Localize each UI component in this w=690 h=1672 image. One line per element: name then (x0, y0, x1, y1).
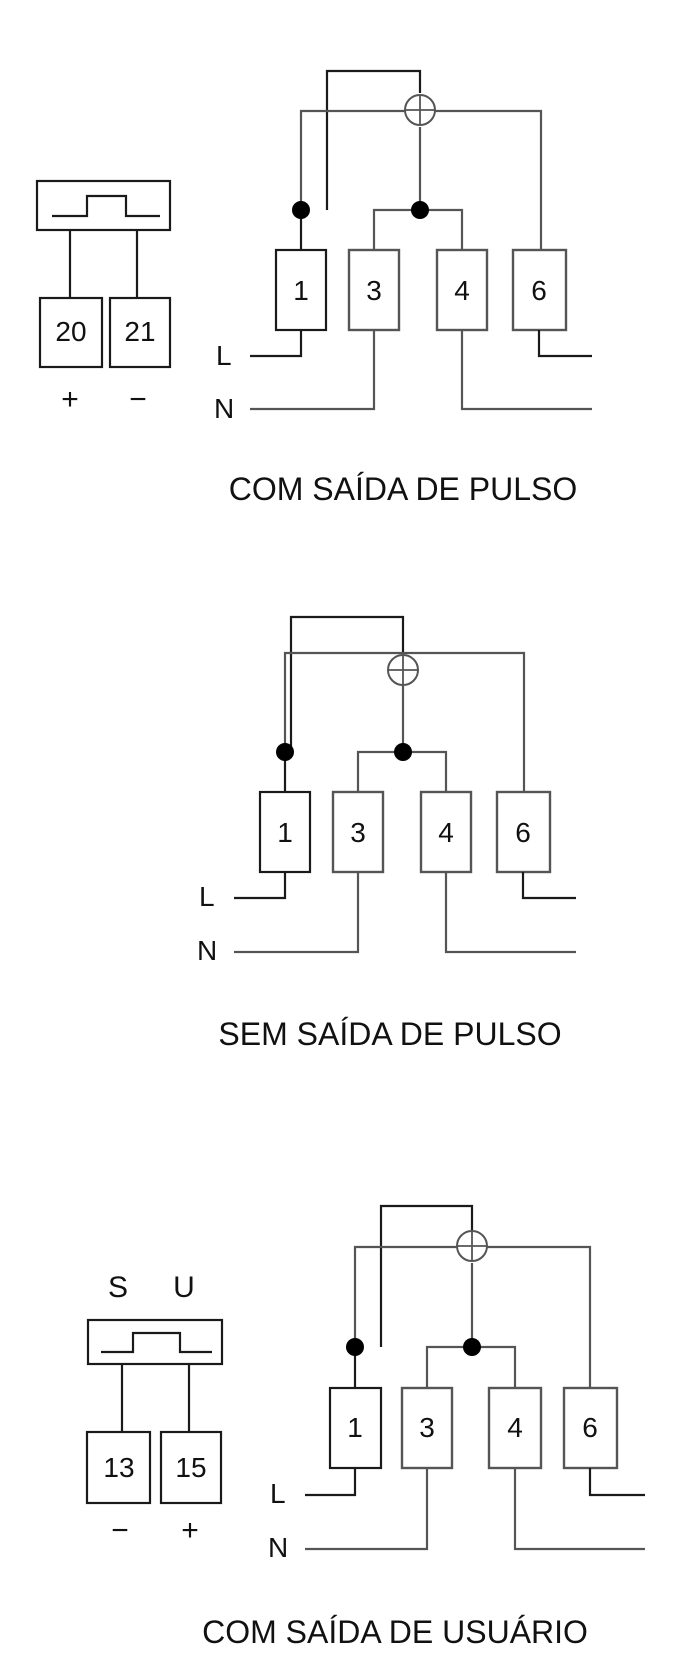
line-n-wire (234, 872, 360, 954)
current-loop-wire (379, 1204, 474, 1347)
terminal-box-21 (108, 296, 172, 369)
terminal-label-6: 6 (582, 1412, 598, 1443)
terminal-label-3: 3 (366, 275, 382, 306)
junction-dot-left (292, 201, 310, 219)
meter-wiring: 1 3 4 6 L N (214, 69, 592, 424)
meter-wiring: 1 3 4 6 L N (197, 615, 576, 966)
caption-without-pulse-output: SEM SAÍDA DE PULSO (218, 1016, 561, 1052)
terminal-box-1 (258, 790, 312, 874)
terminal-label-4: 4 (507, 1412, 523, 1443)
load-n-wire (444, 872, 576, 954)
pulse-symbol-box (86, 1318, 224, 1366)
terminal-label-15: 15 (175, 1452, 206, 1483)
diagram-with-pulse-output: 20 21 + − 1 3 4 6 (35, 69, 592, 507)
current-loop-wire (289, 615, 405, 752)
line-label-n: N (214, 393, 234, 424)
terminal-label-3: 3 (350, 817, 366, 848)
user-output-label-u: U (173, 1271, 195, 1304)
pulse-waveform-icon (101, 1331, 212, 1354)
line-l-wire (305, 1468, 357, 1497)
terminal-label-1: 1 (277, 817, 293, 848)
diagram-with-user-output: S U 13 15 − + (85, 1204, 645, 1650)
terminal-label-21: 21 (124, 316, 155, 347)
terminal-label-4: 4 (438, 817, 454, 848)
line-label-l: L (270, 1478, 286, 1509)
junction-dot-left (346, 1338, 364, 1356)
terminal-label-1: 1 (347, 1412, 363, 1443)
polarity-label-left: − (111, 1514, 129, 1547)
terminal-label-6: 6 (531, 275, 547, 306)
user-output-label-s: S (108, 1271, 128, 1304)
terminal-label-6: 6 (515, 817, 531, 848)
load-n-wire (513, 1468, 645, 1551)
terminal-box-3 (347, 248, 401, 332)
junction-dot-center (463, 1338, 481, 1356)
terminal-box-13 (85, 1430, 152, 1505)
load-l-wire (537, 330, 592, 358)
terminal-label-1: 1 (293, 275, 309, 306)
polarity-label-right: + (181, 1514, 199, 1547)
line-l-wire (234, 872, 287, 900)
polarity-label-right: − (129, 383, 147, 416)
pulse-output-module: 20 21 + − (35, 179, 172, 416)
caption-with-pulse-output: COM SAÍDA DE PULSO (229, 471, 578, 507)
user-output-module: S U 13 15 − + (85, 1271, 224, 1547)
terminal-box-15 (159, 1430, 223, 1505)
line-label-n: N (197, 935, 217, 966)
line-l-wire (250, 330, 303, 358)
caption-with-user-output: COM SAÍDA DE USUÁRIO (202, 1614, 588, 1650)
line-label-l: L (216, 340, 232, 371)
junction-dot-left (276, 743, 294, 761)
current-loop-wire (325, 69, 422, 210)
diagram-without-pulse-output: 1 3 4 6 L N SEM SAÍDA DE PULSO (197, 615, 576, 1052)
line-label-l: L (199, 881, 215, 912)
terminal-label-13: 13 (103, 1452, 134, 1483)
line-n-wire (305, 1468, 429, 1551)
pulse-waveform-icon (52, 194, 160, 218)
junction-dot-center (411, 201, 429, 219)
pulse-symbol-box (35, 179, 172, 232)
meter-wiring: 1 3 4 6 L N (268, 1204, 645, 1563)
load-l-wire (588, 1468, 645, 1497)
junction-dot-center (394, 743, 412, 761)
polarity-label-left: + (61, 383, 79, 416)
terminal-box-20 (38, 296, 104, 369)
line-label-n: N (268, 1532, 288, 1563)
line-n-wire (250, 330, 376, 411)
terminal-box-1 (328, 1386, 383, 1470)
top-bus-wire (283, 651, 526, 792)
terminal-label-20: 20 (55, 316, 86, 347)
load-n-wire (460, 330, 592, 411)
terminal-label-4: 4 (454, 275, 470, 306)
load-l-wire (521, 872, 576, 900)
terminal-label-3: 3 (419, 1412, 435, 1443)
